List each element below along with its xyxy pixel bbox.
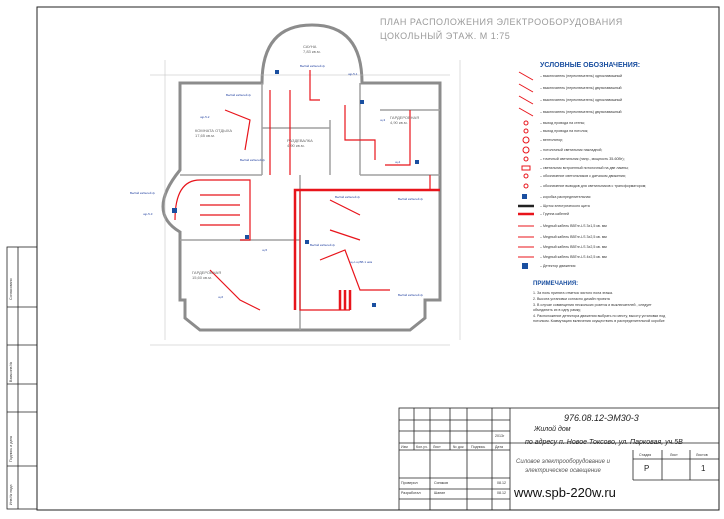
junction-boxes (172, 70, 419, 307)
circuit-label: щ-6 (218, 295, 224, 299)
header-cell: Лист (433, 445, 441, 449)
sheets-label: Листов (696, 453, 708, 457)
header-cell: Подпись (471, 445, 486, 449)
drawing-title: ПЛАН РАСПОЛОЖЕНИЯ ЭЛЕКТРООБОРУДОВАНИЯ (380, 17, 623, 27)
side-stamp-inventory: Инв.№ подл. (9, 483, 13, 505)
legend-item: – потолочный светильник накладной; (540, 148, 603, 152)
header-cell: Изм (401, 445, 408, 449)
stage-value: Р (644, 464, 650, 473)
legend-item: – точечный светильник (напр., мощность 3… (540, 157, 625, 161)
drawing-subtitle: ЦОКОЛЬНЫЙ ЭТАЖ. М 1:75 (380, 31, 511, 41)
side-stamp-signature: Подпись и дата (9, 436, 13, 462)
name-developed: Шанин (434, 491, 446, 495)
header-cell: Кол.уч. (416, 445, 428, 449)
object-address: по адресу п. Новое Токсово, ул. Парковая… (525, 439, 683, 446)
circuit-label: Выбой кабелей ф (130, 191, 155, 195)
circuit-label: щр-5-2 (200, 115, 210, 119)
role-developed: Разработал (401, 491, 421, 495)
legend-symbols (518, 71, 534, 258)
stage-label: Стадия (639, 453, 652, 457)
date-cell: 2013г (495, 434, 505, 438)
side-stamp-replace: Взам.инв.№ (9, 361, 13, 382)
name-checked: Синяков (434, 481, 449, 485)
legend-item: – выключатель (переключатель) одноклавиш… (540, 74, 623, 78)
legend-item: – обозначение выводов для светильников с… (540, 184, 647, 188)
object-name: Жилой дом (534, 426, 571, 433)
header-cell: № док (453, 445, 464, 449)
note-item: объединить их в одну рамку; (533, 308, 582, 312)
note-item: 1. За ноль принята отметка чистого пола … (533, 291, 613, 295)
circuit-label: Выбой кабелей ф (240, 158, 265, 162)
legend-item: – вентилятор; (540, 138, 564, 142)
legend-item: – Медный кабель ВВГнг-LS 4х2,5 кв. мм (540, 255, 607, 259)
sheet-label: Лист (670, 453, 678, 457)
legend-item: – Детектор движения (540, 264, 576, 268)
circuit-label: щр-5-1 (348, 72, 358, 76)
legend-detector-symbol (522, 263, 528, 269)
circuit-label: Выбой кабелей ф (335, 195, 360, 199)
legend-item: – выключатель (переключатель) двухклавиш… (540, 110, 622, 114)
circuit-label: Выбой кабелей ф (226, 93, 251, 97)
title-block-frame (398, 407, 720, 511)
legend-item: – выключатель (переключатель) одноклавиш… (540, 98, 623, 102)
sheets-value: 1 (701, 464, 706, 473)
legend-item: – выключатель (переключатель) двухклавиш… (540, 86, 622, 90)
circuit-label: щ-5 (262, 248, 268, 252)
circuit-label: щ-3 (380, 118, 386, 122)
legend-item: – Медный кабель ВВГнг-LS 3х2,5 кв. мм (540, 235, 607, 239)
legend-item: – Группа кабелей (540, 212, 570, 216)
side-stamp-approved: Согласовано (9, 278, 13, 300)
side-stamp-frame (6, 246, 38, 510)
document-code: 976.08.12-ЭМ30-3 (564, 413, 639, 423)
note-item: 3. В случае совмещения нескольких розето… (533, 303, 652, 307)
legend-item: – коробка распределительная (540, 195, 591, 199)
dimension-lines (150, 60, 461, 346)
note-item: 4. Расположение детектора движения выбра… (533, 314, 666, 318)
legend-item: – Щиток электрического щита (540, 204, 590, 208)
legend-item: – выход провода на стены; (540, 121, 586, 125)
circuit-label: щр-5-3 (143, 212, 153, 216)
note-item: 2. Высота установки согласно дизайн прое… (533, 297, 610, 301)
role-checked: Проверил (401, 481, 418, 485)
circuit-label: щ-4 (395, 160, 401, 164)
circuit-label: щ-л-щ ВБ 1 ном (350, 260, 373, 264)
circuit-label: Выбой кабелей ф (398, 293, 423, 297)
legend-item: – обозначение светильников с датчиком дв… (540, 174, 626, 178)
building-walls (161, 23, 442, 332)
note-item: потолком. Коммутацию включения осуществи… (533, 319, 665, 323)
wiring-bundle (293, 188, 440, 310)
website-watermark: www.spb-220w.ru (514, 485, 616, 500)
legend-title: УСЛОВНЫЕ ОБОЗНАЧЕНИЯ: (540, 62, 641, 69)
legend-item: – светильник встроенный потолочный на дв… (540, 166, 629, 170)
legend-item: – выход провода на потолок; (540, 129, 589, 133)
circuit-label: Выбой кабелей ф (310, 243, 335, 247)
legend-box-symbol (522, 194, 527, 199)
date-checked: 08.12 (497, 481, 506, 485)
sheet-description: Силовое электрооборудование и электричес… (516, 459, 610, 474)
date-developed: 08.12 (497, 491, 506, 495)
legend-item: – Медный кабель ВВГнг-LS 3х1,5 кв. мм (540, 224, 607, 228)
notes-title: ПРИМЕЧАНИЯ: (533, 281, 579, 287)
legend-item: – Медный кабель ВВГнг-LS 3х2,5 кв. мм (540, 245, 607, 249)
circuit-label: Выбой кабелей ф (398, 197, 423, 201)
header-cell: Дата (495, 445, 503, 449)
circuit-label: Выбой кабелей ф (300, 64, 325, 68)
